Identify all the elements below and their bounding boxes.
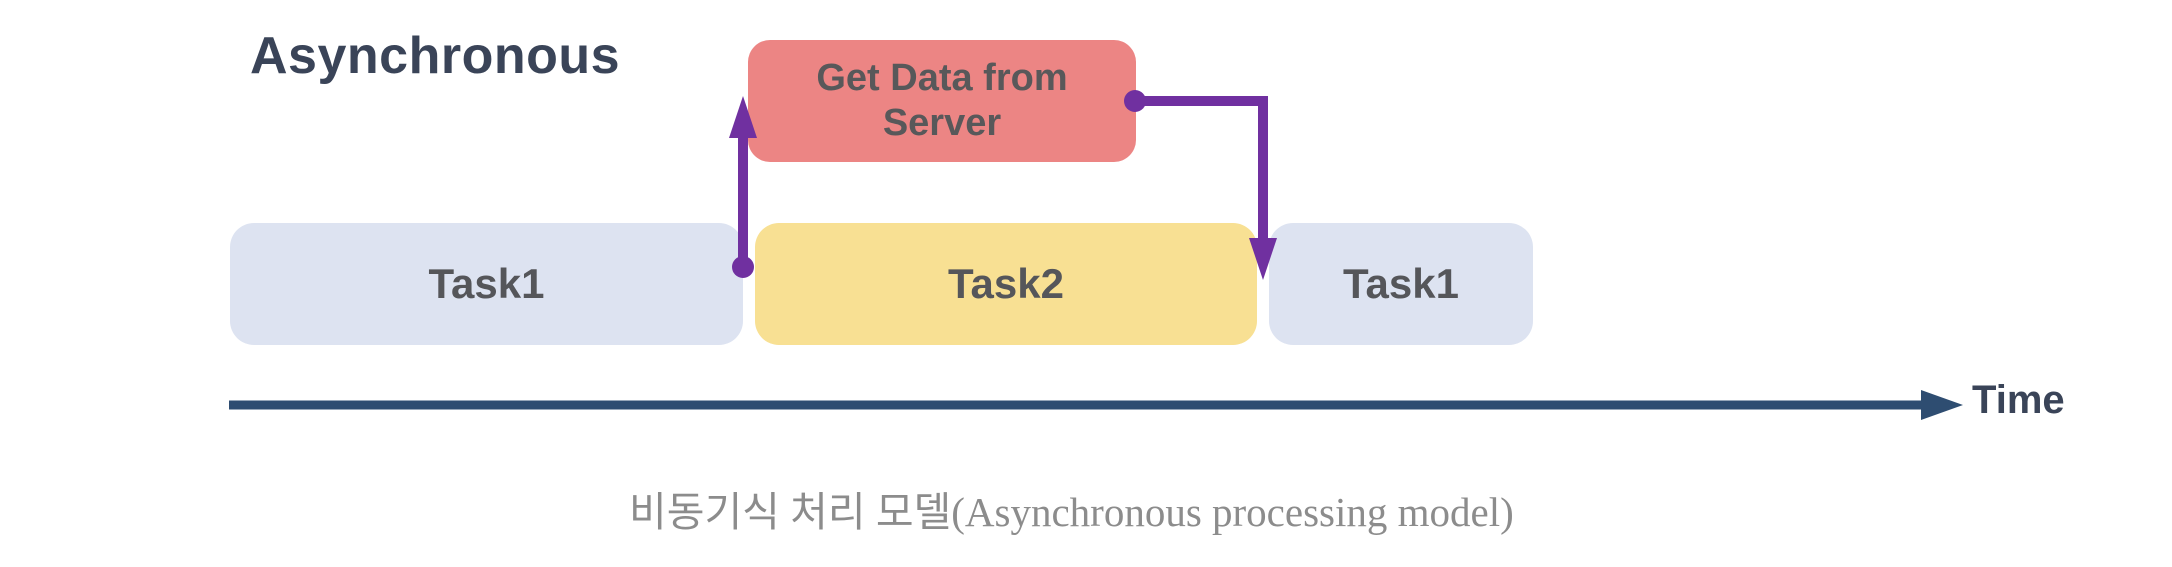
caption: 비동기식 처리 모델(Asynchronous processing model… — [629, 489, 1514, 535]
timeline-label: Time — [1972, 378, 2065, 422]
server-box: Get Data from Server — [748, 40, 1136, 162]
server-box-label: Get Data from Server — [816, 57, 1068, 144]
task-box-label: Task1 — [1343, 260, 1459, 307]
timeline-arrowhead — [1921, 390, 1963, 420]
task-box-first: Task1 — [230, 223, 743, 345]
task-box-third: Task1 — [1269, 223, 1533, 345]
diagram-title: Asynchronous — [250, 27, 621, 85]
timeline-axis — [229, 390, 1963, 420]
task-box-second: Task2 — [755, 223, 1257, 345]
task-box-label: Task2 — [948, 260, 1064, 307]
task-box-label: Task1 — [428, 260, 545, 307]
